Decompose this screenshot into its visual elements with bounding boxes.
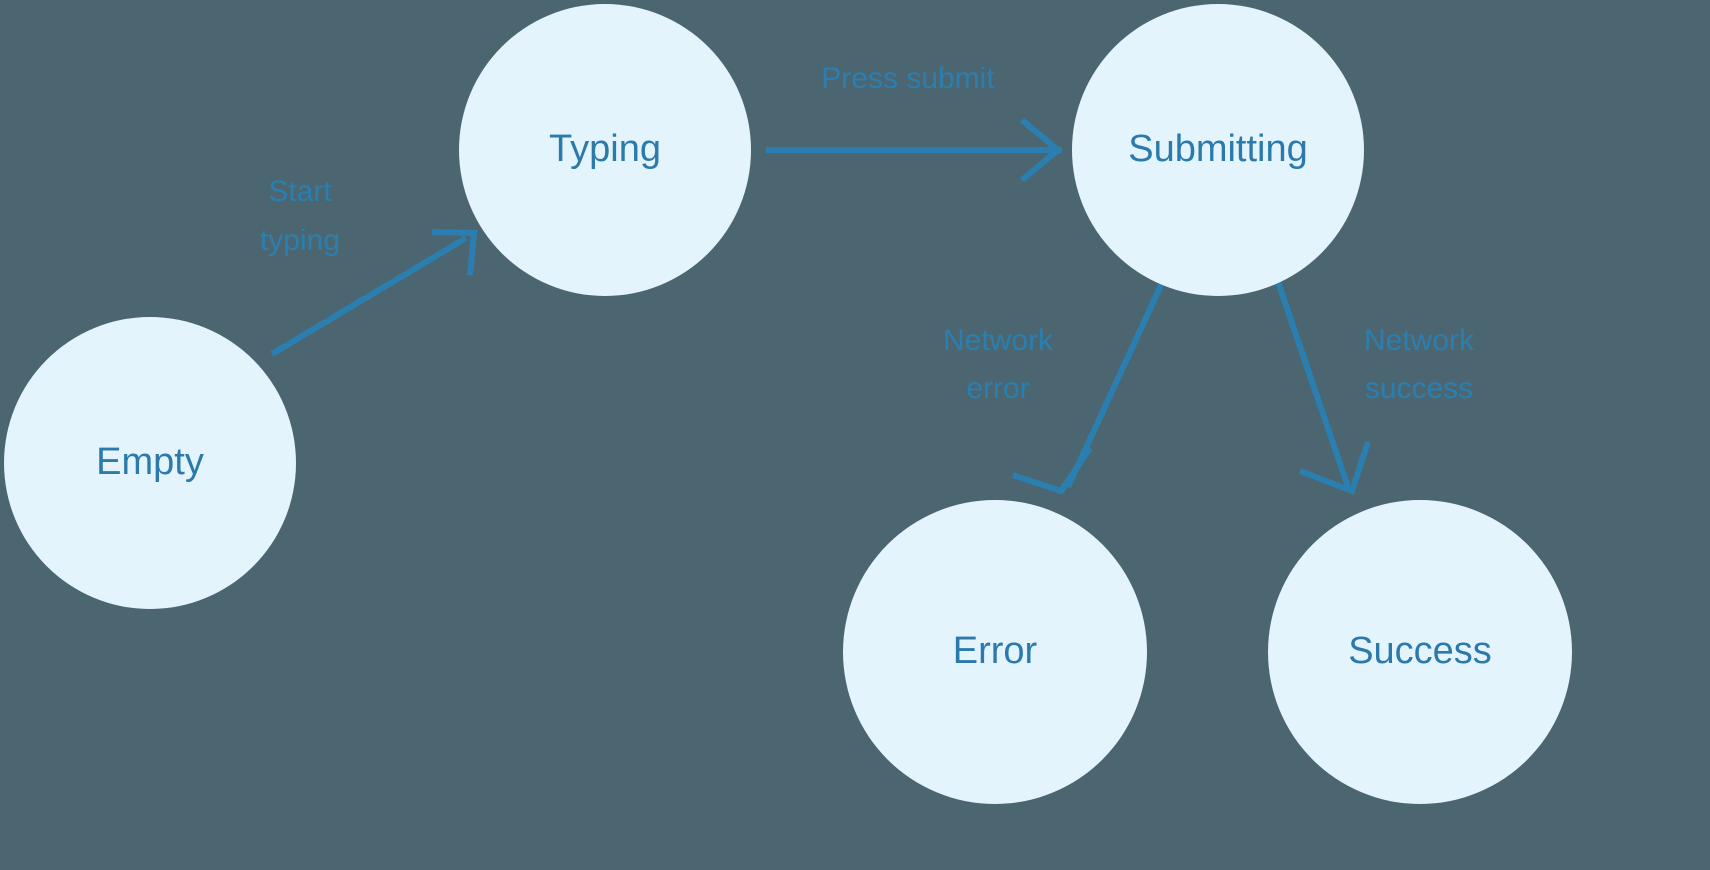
edge-submitting-to-error-arrowhead: [1012, 446, 1093, 495]
edge-label-network-error-line-1: Network: [943, 324, 1054, 357]
node-empty-label: Empty: [96, 441, 204, 483]
edge-label-start-typing-line-2: typing: [260, 224, 340, 257]
node-error-label: Error: [953, 630, 1038, 672]
edge-label-network-success-line-1: Network: [1364, 324, 1475, 357]
node-success-circle[interactable]: [1268, 500, 1572, 804]
edge-label-start-typing: Start typing: [260, 175, 340, 257]
node-empty[interactable]: Empty: [4, 317, 296, 609]
edge-submitting-to-success-line: [1274, 278, 1351, 488]
node-error-circle[interactable]: [843, 500, 1147, 804]
node-submitting-label: Submitting: [1128, 128, 1308, 170]
edge-label-network-success: Network success: [1364, 324, 1475, 405]
node-submitting[interactable]: Submitting: [1072, 4, 1364, 296]
edge-label-network-error-line-2: error: [966, 372, 1029, 405]
edge-label-network-success-line-2: success: [1365, 372, 1473, 405]
edge-submitting-to-error: [1012, 281, 1165, 495]
edge-empty-to-typing-line: [270, 235, 468, 357]
node-empty-circle[interactable]: [4, 317, 296, 609]
node-typing-circle[interactable]: [459, 4, 751, 296]
edge-label-press-submit-line-1: Press submit: [821, 62, 995, 95]
edge-label-press-submit: Press submit: [821, 62, 995, 95]
edge-submitting-to-success: [1274, 278, 1371, 495]
node-typing[interactable]: Typing: [459, 4, 751, 296]
edge-typing-to-submitting-arrowhead: [1020, 117, 1063, 183]
node-error[interactable]: Error: [843, 500, 1147, 804]
node-submitting-circle[interactable]: [1072, 4, 1364, 296]
edge-submitting-to-success-arrowhead: [1298, 441, 1371, 495]
edge-typing-to-submitting: [766, 117, 1063, 183]
node-typing-label: Typing: [549, 128, 661, 170]
node-success[interactable]: Success: [1268, 500, 1572, 804]
edge-label-start-typing-line-1: Start: [268, 175, 332, 208]
edge-empty-to-typing: [270, 229, 478, 357]
edge-label-network-error: Network error: [943, 324, 1054, 405]
node-success-label: Success: [1348, 630, 1492, 672]
edge-empty-to-typing-arrowhead: [431, 229, 478, 276]
